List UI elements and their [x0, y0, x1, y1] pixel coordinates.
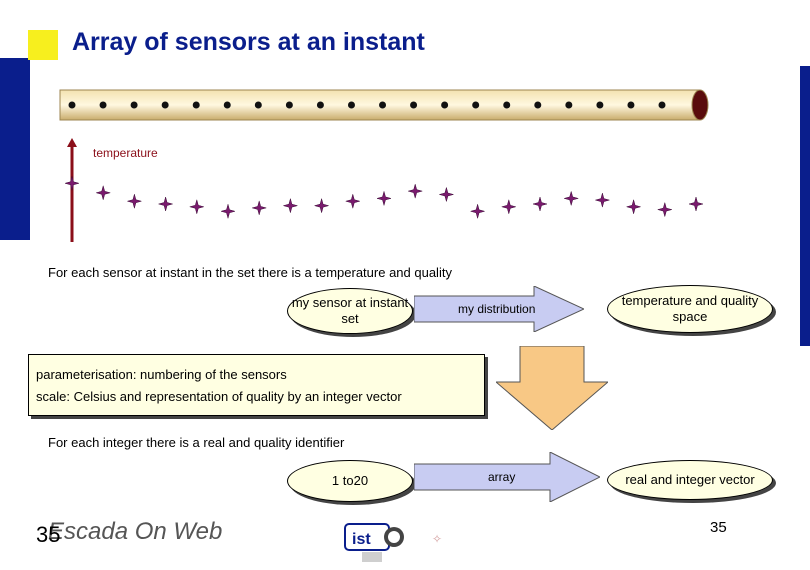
decorative-mark-icon: ✧	[432, 532, 443, 546]
temperature-point	[656, 201, 673, 218]
temperature-space-ellipse: temperature and quality space	[607, 285, 773, 333]
distribution-label: my distribution	[458, 302, 536, 316]
temperature-point	[344, 193, 361, 210]
temperature-point	[532, 196, 548, 212]
integer-statement: For each integer there is a real and qua…	[48, 435, 345, 450]
sensor-dot	[347, 101, 355, 109]
array-label: array	[488, 470, 516, 484]
temperature-point	[563, 190, 580, 207]
temperature-space-label: temperature and quality space	[621, 293, 759, 324]
temperature-point	[438, 186, 455, 203]
array-arrow	[414, 452, 600, 502]
sensor-dot	[254, 101, 262, 109]
sensor-dot	[441, 101, 449, 109]
temperature-point	[95, 184, 112, 201]
sensor-dot	[130, 101, 138, 109]
right-accent-bar	[800, 66, 810, 346]
temperature-point	[688, 196, 704, 212]
sensor-dot	[223, 101, 231, 109]
ist-logo: ist	[344, 523, 404, 562]
sensor-dot	[472, 101, 480, 109]
sensor-dot	[99, 101, 107, 109]
sensor-set-ellipse: my sensor at instant set	[287, 288, 413, 334]
sensor-dot	[565, 101, 573, 109]
sensor-dot	[410, 101, 418, 109]
sensor-dot	[503, 101, 511, 109]
scale-text: scale: Celsius and representation of qua…	[36, 389, 402, 404]
temperature-point	[282, 197, 299, 214]
sensor-dot	[534, 101, 542, 109]
temperature-point	[64, 175, 80, 192]
pipe-end	[691, 89, 709, 121]
temperature-point	[126, 193, 143, 210]
temperature-point	[188, 198, 205, 215]
integer-range-ellipse: 1 to20	[287, 460, 413, 502]
sensor-statement: For each sensor at instant in the set th…	[48, 265, 452, 280]
parameterisation-text: parameterisation: numbering of the senso…	[36, 367, 287, 382]
temperature-label: temperature	[93, 146, 158, 160]
vector-ellipse: real and integer vector	[607, 460, 773, 500]
left-accent-bar	[0, 58, 30, 240]
sensor-dot	[316, 101, 324, 109]
sensor-dot	[658, 101, 666, 109]
sensor-dot	[627, 101, 635, 109]
distribution-arrow	[414, 286, 584, 332]
temperature-point	[313, 197, 330, 214]
escada-logo: Escada On Web	[48, 518, 223, 545]
temperature-point	[376, 190, 392, 207]
sensor-dot	[285, 101, 293, 109]
sensor-dot	[596, 101, 604, 109]
parameterisation-box	[28, 354, 485, 416]
ist-logo-text: ist	[352, 531, 371, 548]
sensor-dot	[379, 101, 387, 109]
page-number-left: 35	[36, 522, 61, 547]
temperature-point	[594, 192, 611, 209]
title-square-icon	[28, 30, 58, 60]
temperature-points	[64, 175, 704, 220]
page-number: 35	[710, 519, 727, 536]
integer-range-label: 1 to20	[331, 473, 369, 488]
down-arrow	[496, 346, 608, 430]
temperature-point	[407, 183, 424, 200]
page-title: Array of sensors at an instant	[72, 28, 425, 56]
temperature-point	[500, 198, 517, 215]
sensor-dot	[192, 101, 200, 109]
temperature-point	[625, 198, 642, 215]
temperature-point	[220, 203, 236, 220]
temperature-point	[251, 199, 268, 216]
temperature-point	[157, 196, 174, 212]
vector-label: real and integer vector	[625, 472, 755, 487]
sensor-dot	[68, 101, 76, 109]
temperature-axis	[67, 138, 77, 242]
sensor-pipe	[59, 89, 709, 121]
sensor-dot	[161, 101, 169, 109]
temperature-point	[469, 203, 486, 220]
sensor-set-label: my sensor at instant set	[291, 295, 409, 326]
